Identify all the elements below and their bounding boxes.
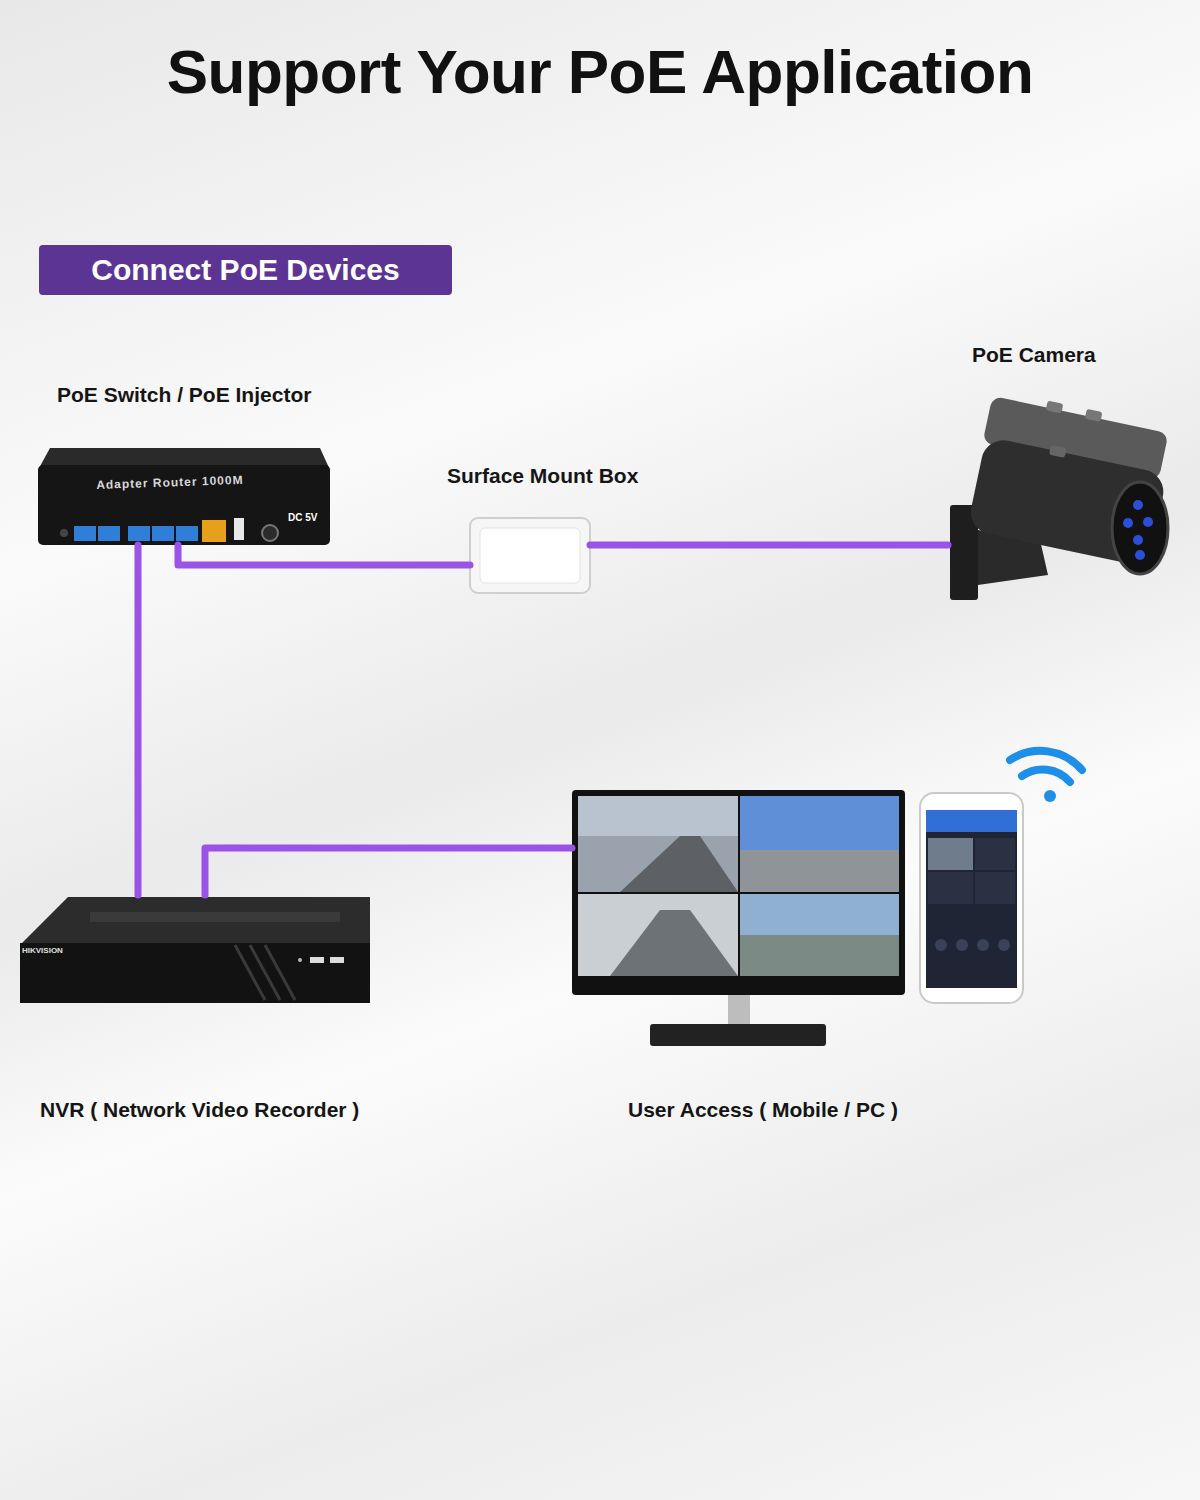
monitor-illustration-part bbox=[740, 796, 899, 892]
phone-illustration-part bbox=[977, 939, 989, 951]
phone-illustration-part bbox=[928, 838, 973, 870]
switch-device-part bbox=[74, 526, 96, 541]
monitor-illustration-part bbox=[650, 1024, 826, 1046]
node-label: PoE Camera bbox=[972, 343, 1096, 367]
switch-device-part bbox=[152, 526, 174, 541]
wifi-symbol bbox=[1010, 751, 1082, 802]
phone-illustration-part bbox=[956, 939, 968, 951]
camera-illustration-part bbox=[1123, 518, 1133, 528]
monitor-illustration-part bbox=[740, 935, 899, 976]
wifi-symbol-part bbox=[1022, 769, 1070, 782]
node-label: User Access ( Mobile / PC ) bbox=[628, 1098, 898, 1122]
switch-device-part bbox=[38, 465, 330, 545]
brand-print: HIKVISION bbox=[22, 946, 63, 955]
camera-illustration-part bbox=[1135, 550, 1145, 560]
node-label: Connect PoE Devices bbox=[91, 253, 399, 287]
surface-mount-box-part bbox=[480, 528, 580, 583]
ethernet-cable bbox=[135, 545, 142, 895]
camera-illustration-part bbox=[1112, 482, 1168, 574]
phone-illustration-part bbox=[975, 872, 1015, 904]
monitor-illustration-part bbox=[740, 850, 899, 892]
camera-illustration-part bbox=[1143, 517, 1153, 527]
mount-box-node: Surface Mount Box bbox=[470, 518, 590, 593]
phone-illustration-part bbox=[920, 793, 1023, 1003]
nvr-node: NVR ( Network Video Recorder ) bbox=[20, 895, 370, 1003]
port-print: DC 5V bbox=[288, 512, 317, 523]
switch-device-part bbox=[262, 525, 278, 541]
switch-device-part bbox=[202, 520, 226, 542]
monitor-illustration-part bbox=[610, 910, 738, 976]
phone-illustration-part bbox=[975, 838, 1015, 870]
nvr-device-part bbox=[330, 957, 344, 963]
wifi-symbol-part bbox=[1044, 790, 1056, 802]
camera-illustration-part-part bbox=[1046, 401, 1064, 414]
nvr-device-part bbox=[250, 945, 280, 1000]
phone-illustration-part bbox=[928, 872, 973, 904]
node-label: PoE Switch / PoE Injector bbox=[57, 383, 311, 407]
switch-device-part bbox=[60, 529, 68, 537]
phone-illustration bbox=[920, 793, 1023, 1003]
switch-device-part bbox=[98, 526, 120, 541]
surface-mount-box-part bbox=[470, 518, 590, 593]
surface-mount-box bbox=[470, 518, 590, 593]
nvr-device-part bbox=[235, 945, 265, 1000]
ethernet-cable bbox=[178, 545, 470, 565]
monitor-illustration-part bbox=[728, 995, 750, 1027]
camera-illustration-part-part bbox=[1085, 409, 1103, 422]
ethernet-cable bbox=[590, 542, 948, 549]
user-access-node: User Access ( Mobile / PC ) bbox=[572, 790, 1025, 1048]
switch-device-part bbox=[128, 526, 150, 541]
monitor-illustration bbox=[572, 790, 905, 1046]
nvr-device-part bbox=[20, 943, 370, 1003]
camera-illustration bbox=[950, 389, 1170, 600]
nvr-device-part bbox=[90, 912, 340, 922]
nvr-device bbox=[20, 897, 370, 1003]
phone-illustration-part bbox=[926, 810, 1017, 832]
monitor-illustration-part bbox=[620, 836, 738, 892]
monitor-illustration-part bbox=[572, 790, 905, 995]
monitor-illustration-part bbox=[578, 796, 738, 892]
phone-illustration-part bbox=[935, 939, 947, 951]
camera-illustration-part bbox=[1133, 535, 1143, 545]
nvr-device-part bbox=[298, 958, 302, 962]
camera-illustration-part bbox=[1133, 500, 1143, 510]
phone-illustration-part bbox=[998, 939, 1010, 951]
ethernet-cable bbox=[205, 848, 572, 895]
monitor-illustration-part bbox=[578, 796, 738, 836]
camera-node: PoE Camera bbox=[948, 413, 1165, 600]
switch-node: PoE Switch / PoE Injector bbox=[38, 445, 330, 545]
camera-illustration-part-part bbox=[1049, 445, 1067, 458]
monitor-illustration-part bbox=[740, 894, 899, 976]
diagram-title: Support Your PoE Application bbox=[0, 36, 1200, 107]
phone-illustration-part bbox=[926, 810, 1017, 988]
node-label: Surface Mount Box bbox=[447, 464, 638, 488]
monitor-illustration-part bbox=[578, 894, 738, 976]
nvr-device-part bbox=[265, 945, 295, 1000]
nvr-device-part bbox=[310, 957, 324, 963]
switch-device bbox=[38, 448, 330, 545]
section-badge: Connect PoE Devices bbox=[39, 245, 452, 295]
nvr-device-part bbox=[20, 897, 370, 945]
switch-device-part bbox=[176, 526, 198, 541]
switch-device-part bbox=[234, 518, 244, 540]
node-label: NVR ( Network Video Recorder ) bbox=[40, 1098, 359, 1122]
